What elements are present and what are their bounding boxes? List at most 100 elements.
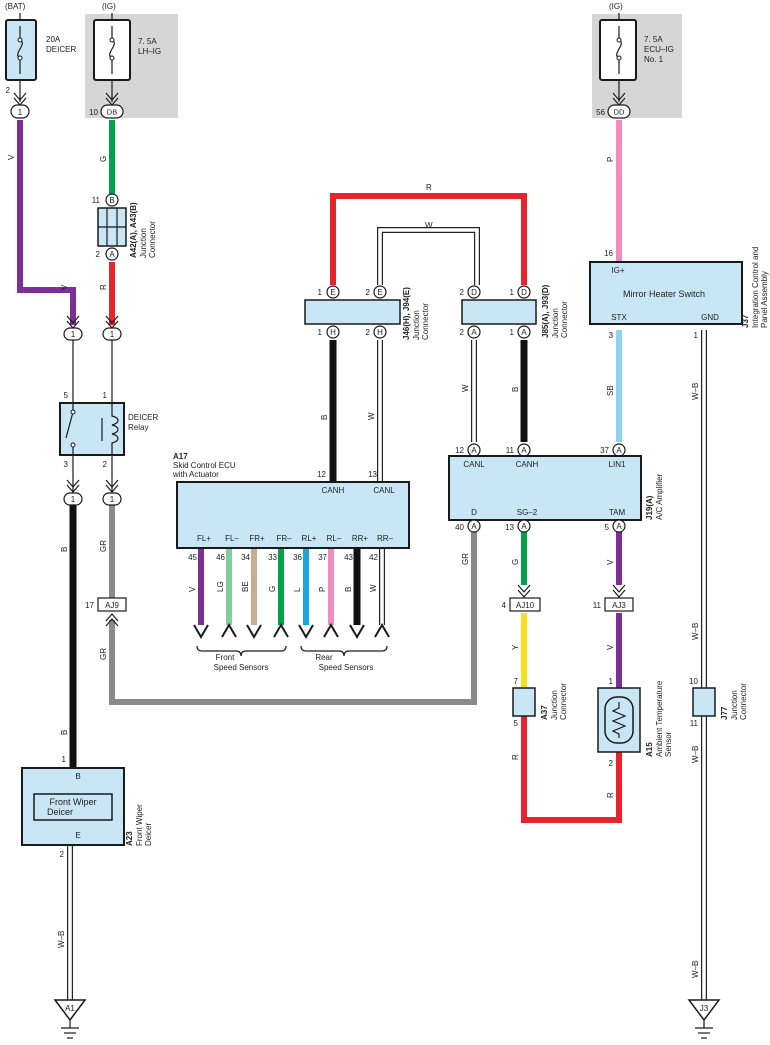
component-name: A/C Amplifier	[655, 473, 664, 520]
ecu-terminal-label: RR+	[352, 534, 369, 543]
connector-code: AJ9	[105, 601, 119, 610]
wire-gr-aj9-amp	[109, 532, 477, 705]
wire-label: W–B	[691, 746, 700, 763]
ground-label: J3	[700, 1004, 709, 1013]
component-name: Front Wiper	[135, 804, 144, 846]
wire-label: V	[188, 586, 197, 592]
ecu-ig-source-label: (IG)	[609, 2, 623, 11]
pin-label: A	[521, 522, 527, 531]
pin-label: D	[471, 288, 477, 297]
connector-name: Connector	[739, 683, 748, 720]
terminal-label: LIN1	[609, 460, 626, 469]
connector-code: AJ3	[612, 601, 626, 610]
pin-num-label: 2	[6, 86, 11, 95]
ground-j3: J3	[687, 999, 721, 1039]
wire-label: V	[606, 559, 615, 565]
relay-input-pins: 1 1 5 1	[63, 315, 122, 403]
wire-label: G	[99, 156, 108, 162]
wire-label: L	[293, 587, 302, 592]
connector-name: Junction	[139, 228, 148, 258]
pin-num-label: 2	[366, 288, 371, 297]
connector-name: Connector	[421, 303, 430, 340]
component-name: with Actuator	[172, 470, 219, 479]
fuse-lh-ig-rating: 7. 5A	[138, 37, 157, 46]
ecu-terminal-label: RL–	[327, 534, 342, 543]
wire-label: W	[461, 384, 470, 392]
pin-num-label: 12	[455, 446, 464, 455]
connector-code: AJ10	[516, 601, 535, 610]
ac-amplifier: A 12 A 11 A 37 CANL CANH LIN1 D SG–2 TAM…	[448, 443, 664, 533]
wire-label: G	[268, 586, 277, 592]
mirror-heater-switch: 16 IG+ Mirror Heater Switch STX GND 3 1 …	[589, 247, 769, 340]
connector-aj10: AJ10 4	[502, 584, 541, 612]
wire-label: V	[7, 154, 16, 160]
terminal-label: B	[75, 772, 80, 781]
ecu-pin-number: 37	[318, 553, 327, 562]
sensor-group-label: Speed Sensors	[214, 663, 269, 672]
component-name: Integration Control and	[751, 247, 760, 328]
component-code: A15	[645, 742, 654, 757]
component-name: Skid Control ECU	[173, 461, 236, 470]
pin-label: A	[471, 328, 477, 337]
terminal-label: CANL	[373, 486, 395, 495]
pin-num-label: 13	[368, 470, 377, 479]
wire-label: BE	[241, 581, 250, 592]
connector-name: Connector	[148, 221, 157, 258]
pin-num-label: 7	[514, 677, 519, 686]
front-wiper-deicer: 1 B Front Wiper Deicer E 2 A23 Front Wip…	[21, 755, 153, 859]
wire-label: LG	[216, 581, 225, 592]
ecu-terminal-label: FR+	[249, 534, 265, 543]
junction-connector-a42: B 11 A 2 A42(A), A43(B) Junction Connect…	[92, 193, 157, 261]
wire-label: R	[606, 792, 615, 798]
wire-label: R	[511, 754, 520, 760]
pin-label: A	[616, 446, 622, 455]
wire-label: P	[318, 587, 327, 592]
pin-num-label: 56	[596, 108, 605, 117]
pin-num-label: 40	[455, 523, 464, 532]
pin-label: 1	[71, 330, 76, 339]
wire-label: GR	[461, 553, 470, 565]
terminal-label: STX	[611, 313, 627, 322]
pin-label: DB	[107, 108, 117, 117]
deicer-relay: DEICER Relay 3 2 1 1	[59, 402, 158, 506]
pin-num-label: 5	[64, 391, 69, 400]
terminal-label: E	[75, 831, 80, 840]
fuse-deicer-rating: 20A	[46, 35, 61, 44]
ecu-pin-number: 45	[188, 553, 197, 562]
wire-color-labels: V G P V R R W B W W B SB W–B B GR GR GR …	[7, 154, 700, 978]
ecu-terminals: FL+45VFL–46LGFR+34BEFR–33GRL+36LRL–37PRR…	[188, 534, 394, 592]
wire-label: GR	[99, 540, 108, 552]
pin-num-label: 5	[605, 523, 610, 532]
terminal-label: CANL	[463, 460, 485, 469]
connector-name: Junction	[550, 690, 559, 720]
wire-label: V	[60, 284, 69, 290]
pin-num-label: 11	[506, 446, 515, 455]
component-name: Deicer	[144, 823, 153, 846]
fuse-ecu-ig-rating: 7. 5A	[644, 35, 663, 44]
fuse-deicer-name: DEICER	[46, 45, 76, 54]
wire-label: W	[367, 412, 376, 420]
sensor-group-label: Front	[216, 653, 235, 662]
fuse-ecu-ig: (IG) 7. 5A ECU–IG No. 1	[599, 2, 674, 81]
ecu-terminal-label: RR–	[377, 534, 394, 543]
component-title: Mirror Heater Switch	[623, 289, 705, 299]
pin-num-label: 1	[62, 755, 67, 764]
pin-label: E	[330, 288, 335, 297]
wire-label: W	[425, 221, 433, 230]
ecu-terminal-label: RL+	[302, 534, 317, 543]
speed-sensor-arrows	[193, 623, 390, 639]
pin-label: DD	[614, 108, 625, 117]
pin-label: H	[330, 328, 336, 337]
connector-code: J46(H), J94(E)	[402, 287, 411, 340]
pin-num-label: 12	[317, 470, 326, 479]
pin-num-label: 2	[460, 288, 465, 297]
wire-label: B	[344, 587, 353, 592]
component-code: J37	[741, 314, 750, 328]
wire-v-deicer	[17, 120, 76, 325]
pin-num-label: 2	[609, 759, 614, 768]
pin-num-label: 1	[318, 288, 323, 297]
fuse-deicer: (BAT) 20A DEICER	[5, 2, 76, 81]
wire-w-can-loop-inner	[378, 228, 479, 285]
ecu-pin-number: 36	[293, 553, 302, 562]
component-name: Ambient Temperature	[655, 680, 664, 757]
